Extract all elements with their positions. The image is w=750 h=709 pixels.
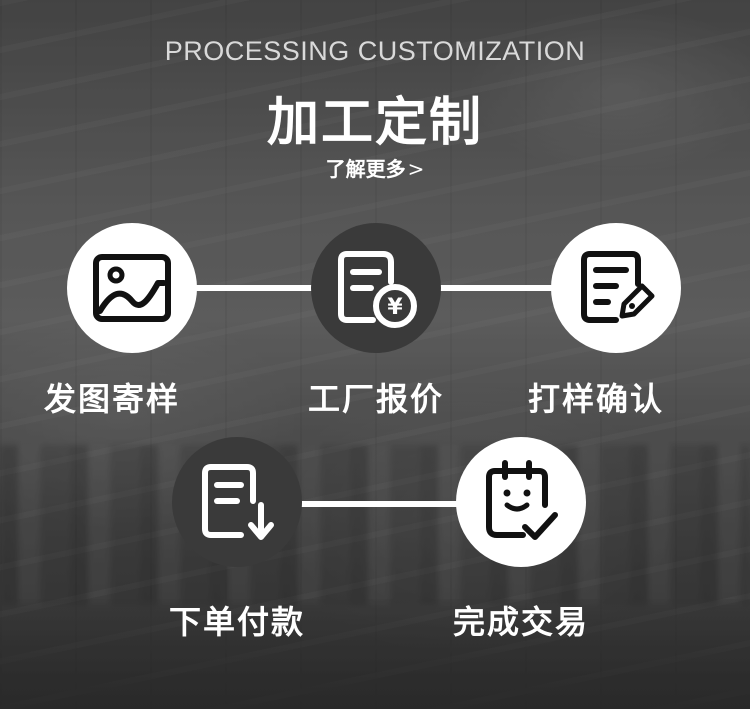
step-label-5: 完成交易 — [452, 603, 589, 641]
clipboard-check-icon — [486, 460, 558, 540]
step-label-1: 发图寄样 — [43, 380, 180, 418]
step-factory-quote[interactable]: ¥ — [311, 223, 441, 353]
step-complete-deal[interactable] — [456, 437, 586, 567]
quote-yen-icon: ¥ — [338, 251, 417, 328]
step-label-4: 下单付款 — [168, 603, 305, 641]
page-subtitle: PROCESSING CUSTOMIZATION — [164, 36, 586, 66]
step-send-sample[interactable] — [67, 223, 197, 353]
connector-line-1 — [195, 285, 315, 291]
connector-line-2 — [438, 285, 556, 291]
chevron-right-icon: > — [407, 157, 425, 181]
step-label-2: 工厂报价 — [307, 380, 444, 418]
page-title: 加工定制 — [266, 93, 483, 153]
image-icon — [93, 254, 171, 322]
yen-symbol: ¥ — [387, 295, 403, 320]
connector-line-3 — [300, 501, 460, 507]
edit-document-icon — [581, 251, 655, 323]
learn-more-label: 了解更多 — [325, 157, 406, 181]
order-download-icon — [202, 464, 274, 540]
step-order-payment[interactable] — [172, 437, 302, 567]
step-sample-confirm[interactable] — [551, 223, 681, 353]
step-label-3: 打样确认 — [527, 380, 664, 418]
learn-more-link[interactable]: 了解更多> — [0, 153, 750, 182]
